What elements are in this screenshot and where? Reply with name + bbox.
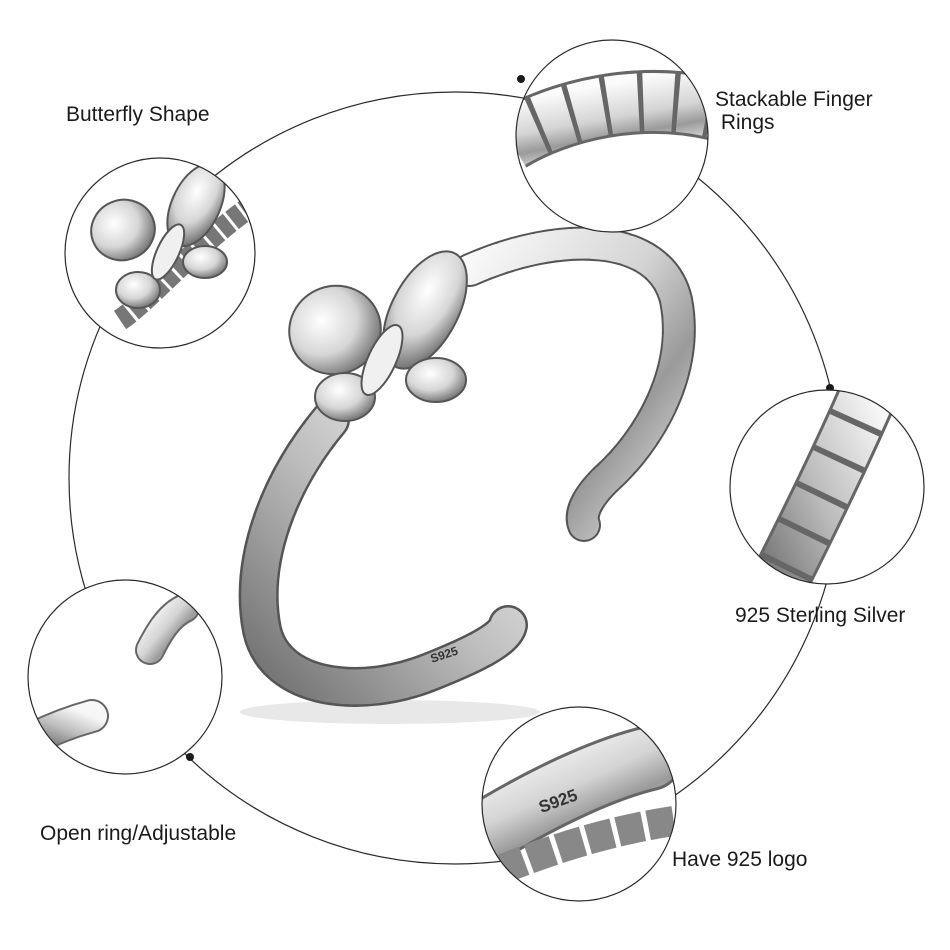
feature-label-adjustable: Open ring/Adjustable: [40, 822, 237, 845]
detail-stackable: [515, 39, 709, 233]
detail-butterfly: [64, 157, 256, 349]
feature-label-logo: Have 925 logo: [672, 848, 808, 871]
feature-label-stackable: Stackable Finger Rings: [715, 88, 873, 135]
ring-main-image: S925: [238, 226, 696, 724]
detail-open-ring: [27, 579, 223, 775]
feature-label-butterfly: Butterfly Shape: [66, 103, 210, 126]
detail-logo: S925: [481, 706, 677, 902]
detail-silver: [729, 389, 925, 585]
feature-label-silver: 925 Sterling Silver: [735, 604, 906, 627]
butterfly-motif: [288, 250, 468, 422]
